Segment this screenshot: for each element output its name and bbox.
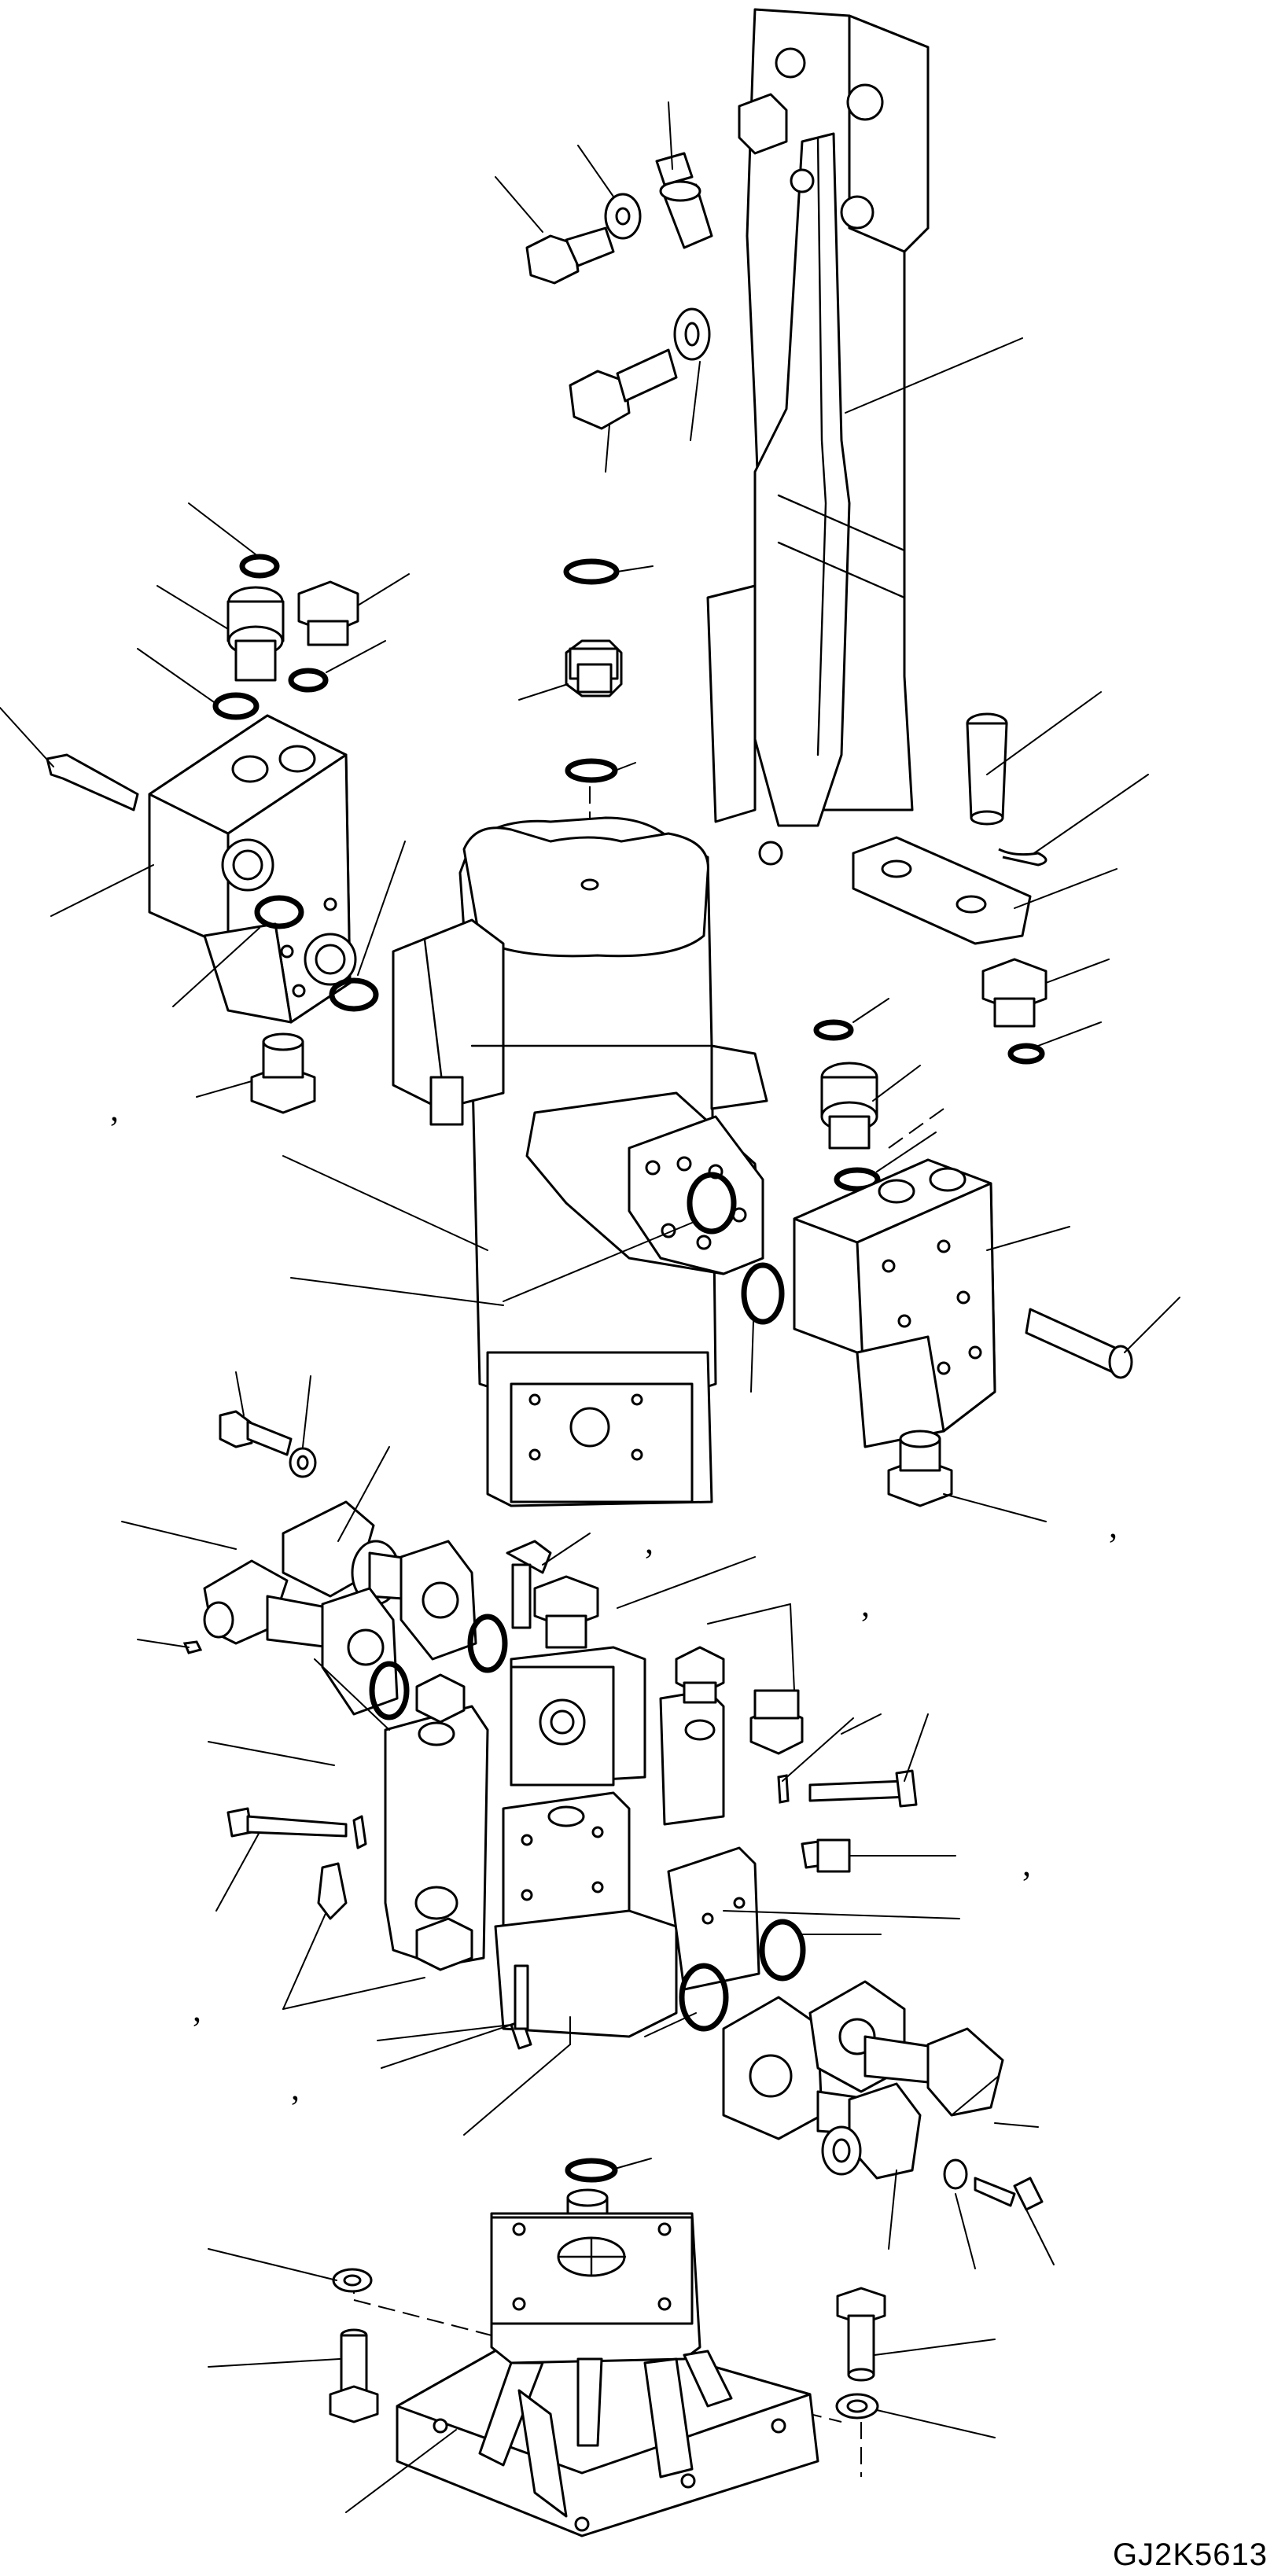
mid-bolt-group: [570, 309, 709, 472]
callout-comma-1: ,: [110, 1090, 119, 1128]
right-valve-block: [794, 999, 1180, 1522]
lower-center-blocks: [208, 1533, 881, 2135]
bracket-arm: [708, 9, 1022, 864]
left-upper-plug: [197, 1034, 315, 1113]
callout-comma-7: ,: [291, 2069, 300, 2107]
left-upper-valve-block: [51, 716, 405, 1022]
right-pin-plate-group: [853, 692, 1148, 1062]
lower-left-elbows: [122, 1447, 505, 1717]
drawing-code: GJ2K5613: [1112, 2537, 1268, 2572]
base-stand: [346, 2214, 861, 2536]
callout-comma-3: ,: [645, 1522, 654, 1561]
center-fitting-group: [519, 561, 653, 881]
left-mid-bolt: [220, 1372, 315, 1477]
left-upper-fittings: [0, 503, 409, 810]
top-bolt-group: [495, 102, 712, 283]
callout-comma-4: ,: [861, 1585, 870, 1624]
lower-right-fittings: [645, 1714, 1054, 2269]
callout-comma-2: ,: [1109, 1507, 1118, 1545]
swivel-joint: [283, 818, 782, 1506]
callout-comma-5: ,: [1022, 1845, 1031, 1883]
bottom-washers-bolts: [208, 2249, 995, 2438]
lower-center-bolts: [228, 1809, 531, 2048]
callout-comma-6: ,: [193, 1990, 201, 2029]
